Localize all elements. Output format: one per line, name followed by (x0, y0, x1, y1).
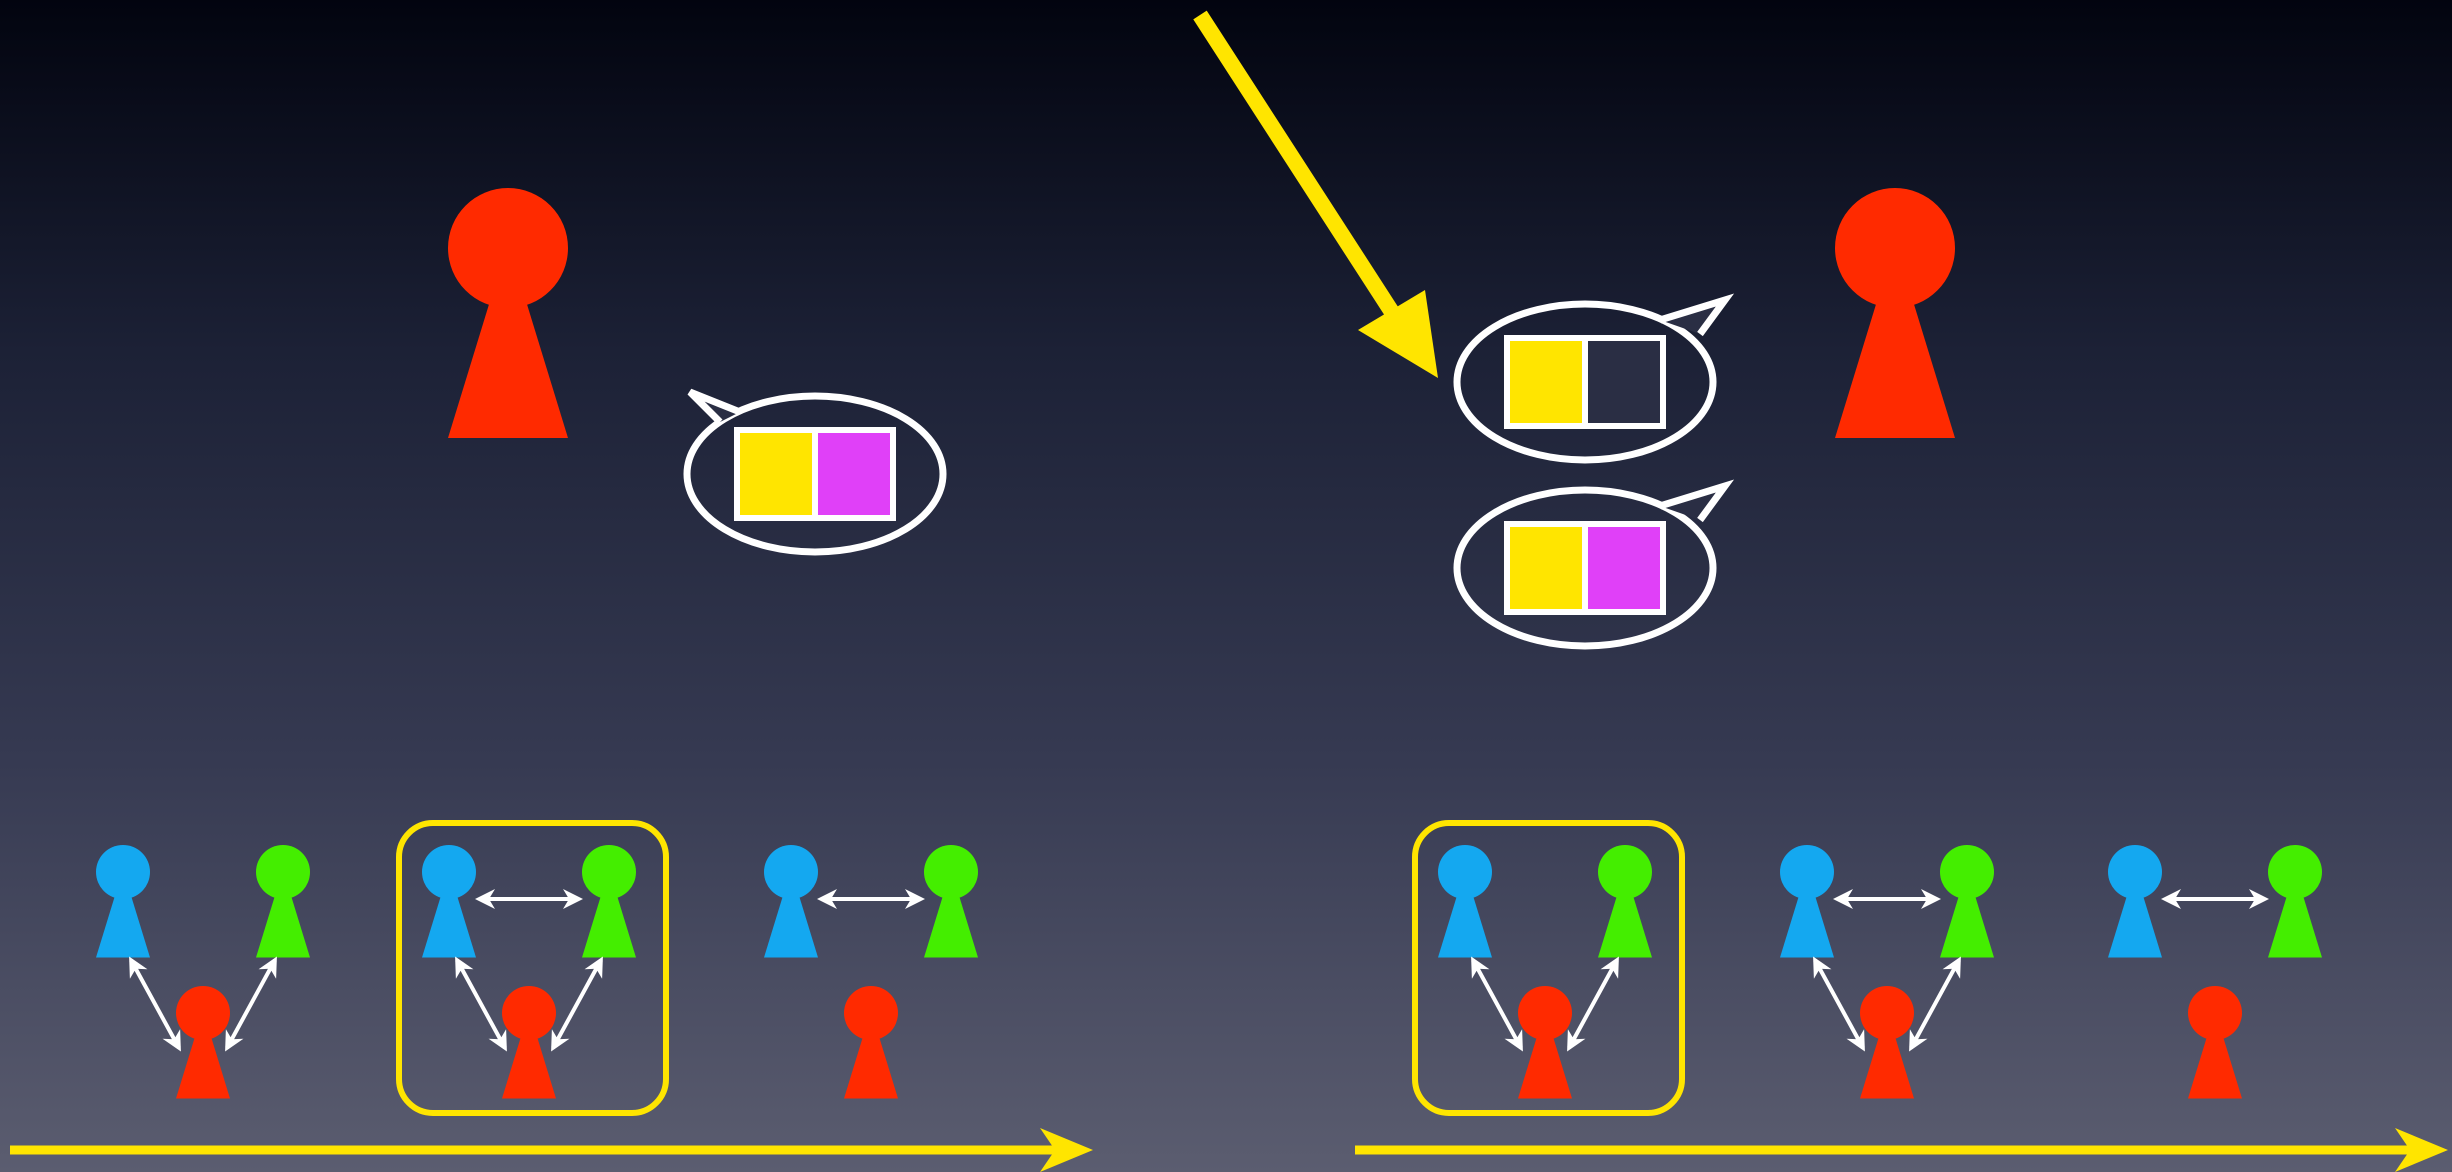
person-icon-blue (96, 845, 150, 958)
double-arrow-icon (225, 956, 277, 1052)
group-highlight-frame (1412, 820, 1685, 1116)
bubble-cell (1504, 335, 1588, 429)
person-icon-blue (422, 845, 476, 958)
person-icon-red (2188, 986, 2242, 1099)
person-head (96, 845, 150, 899)
person-body (924, 890, 978, 958)
pointer-arrow-icon (1358, 290, 1438, 378)
person-head (448, 188, 568, 308)
person-body (764, 890, 818, 958)
person-head (1860, 986, 1914, 1040)
person-head (1940, 845, 1994, 899)
person-head (1780, 845, 1834, 899)
main-person-icon-left (448, 188, 568, 438)
pointer-arrow-line (1193, 10, 1417, 345)
speech-bubble-left (683, 388, 947, 556)
person-head (1518, 986, 1572, 1040)
person-body (256, 890, 310, 958)
bubble-cell (734, 427, 818, 521)
bubble-cell (1504, 521, 1588, 615)
double-arrow-icon (129, 956, 181, 1052)
person-body (844, 1031, 898, 1099)
bubble-cell (812, 427, 896, 521)
bubble-outline (1453, 486, 1717, 650)
person-body (2108, 890, 2162, 958)
bubble-tail (1658, 479, 1735, 523)
person-head (502, 986, 556, 1040)
person-head (582, 845, 636, 899)
bubble-outline (683, 392, 947, 556)
bubble-outline (1453, 300, 1717, 464)
person-body (2188, 1031, 2242, 1099)
double-arrow-icon (1471, 956, 1523, 1052)
person-icon-red (1518, 986, 1572, 1099)
person-body (1860, 1031, 1914, 1099)
double-arrow-icon (551, 956, 603, 1052)
person-icon-red (502, 986, 556, 1099)
person-body (1438, 890, 1492, 958)
speech-bubble-right-bottom (1453, 479, 1735, 650)
person-icon-green (1598, 845, 1652, 958)
person-icon-blue (1438, 845, 1492, 958)
person-icon-red (176, 986, 230, 1099)
person-icon-blue (1780, 845, 1834, 958)
person-body (96, 890, 150, 958)
person-body (1780, 890, 1834, 958)
bubble-cell (1582, 521, 1666, 615)
person-body (582, 890, 636, 958)
person-head (2188, 986, 2242, 1040)
person-body (448, 288, 568, 438)
group-highlight-frame (396, 820, 669, 1116)
double-arrow-icon (1567, 956, 1619, 1052)
person-head (924, 845, 978, 899)
person-icon-green (1940, 845, 1994, 958)
person-body (502, 1031, 556, 1099)
bubble-cell (1582, 335, 1666, 429)
person-icon-green (2268, 845, 2322, 958)
bubble-tail (687, 388, 742, 425)
person-icon-blue (764, 845, 818, 958)
person-head (1835, 188, 1955, 308)
person-head (176, 986, 230, 1040)
bubble-tail (1658, 293, 1735, 337)
timeline-arrow-icon (2395, 1128, 2448, 1172)
person-head (1438, 845, 1492, 899)
person-icon-green (256, 845, 310, 958)
person-head (2108, 845, 2162, 899)
person-body (1835, 288, 1955, 438)
person-head (256, 845, 310, 899)
person-head (844, 986, 898, 1040)
person-icon-green (924, 845, 978, 958)
person-head (1598, 845, 1652, 899)
person-head (764, 845, 818, 899)
person-body (1518, 1031, 1572, 1099)
person-body (1598, 890, 1652, 958)
person-icon-blue (2108, 845, 2162, 958)
person-head (2268, 845, 2322, 899)
person-icon-green (582, 845, 636, 958)
speech-bubble-right-top (1453, 293, 1735, 464)
person-body (176, 1031, 230, 1099)
timeline-arrow-icon (1040, 1128, 1093, 1172)
person-body (2268, 890, 2322, 958)
double-arrow-icon (1813, 956, 1865, 1052)
person-head (422, 845, 476, 899)
main-person-icon-right (1835, 188, 1955, 438)
double-arrow-icon (1909, 956, 1961, 1052)
double-arrow-icon (455, 956, 507, 1052)
person-icon-red (1860, 986, 1914, 1099)
person-body (1940, 890, 1994, 958)
person-body (422, 890, 476, 958)
person-icon-red (844, 986, 898, 1099)
